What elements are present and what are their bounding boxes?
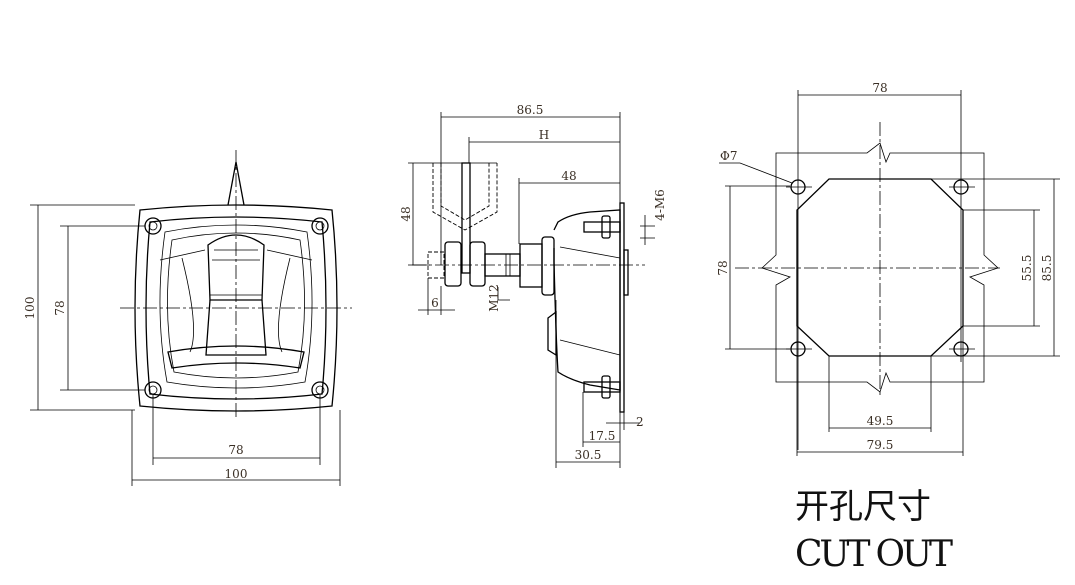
dim-thread: M12 [487,284,501,312]
dim-inner-width: 49.5 [867,414,894,428]
front-view: 78 100 78 100 [23,150,352,486]
dim-depth: 30.5 [575,448,602,462]
dim-stud: 17.5 [589,429,616,443]
dim-holes-y: 78 [716,260,730,275]
dim-plate: 2 [636,415,644,429]
cutout-view: Φ7 78 78 55.5 85.5 49.5 79.5 [716,81,1060,456]
dim-body-length: 48 [561,169,576,183]
dim-hole-diameter: Φ7 [720,149,737,163]
dim-front-holes-height: 78 [53,300,67,315]
dim-overall-length: 86.5 [517,103,544,117]
caption-english: CUT OUT [795,534,953,575]
dim-total-width: 79.5 [867,438,894,452]
dim-front-holes-width: 78 [228,443,243,457]
dim-cam-thickness: 6 [431,296,439,310]
side-view: 86.5 H 48 48 6 M12 4-M6 2 17.5 30.5 [399,103,667,468]
dim-front-total-height: 100 [23,297,37,320]
caption-chinese: 开孔尺寸 [795,487,931,527]
dim-cam-height: 48 [399,206,413,221]
dim-total-height: 85.5 [1040,255,1054,282]
dim-screw: 4-M6 [653,189,667,221]
dim-front-total-width: 100 [225,467,248,481]
dim-holes-x: 78 [872,81,887,95]
dim-inner-height: 55.5 [1020,255,1034,282]
dim-h: H [539,128,549,142]
